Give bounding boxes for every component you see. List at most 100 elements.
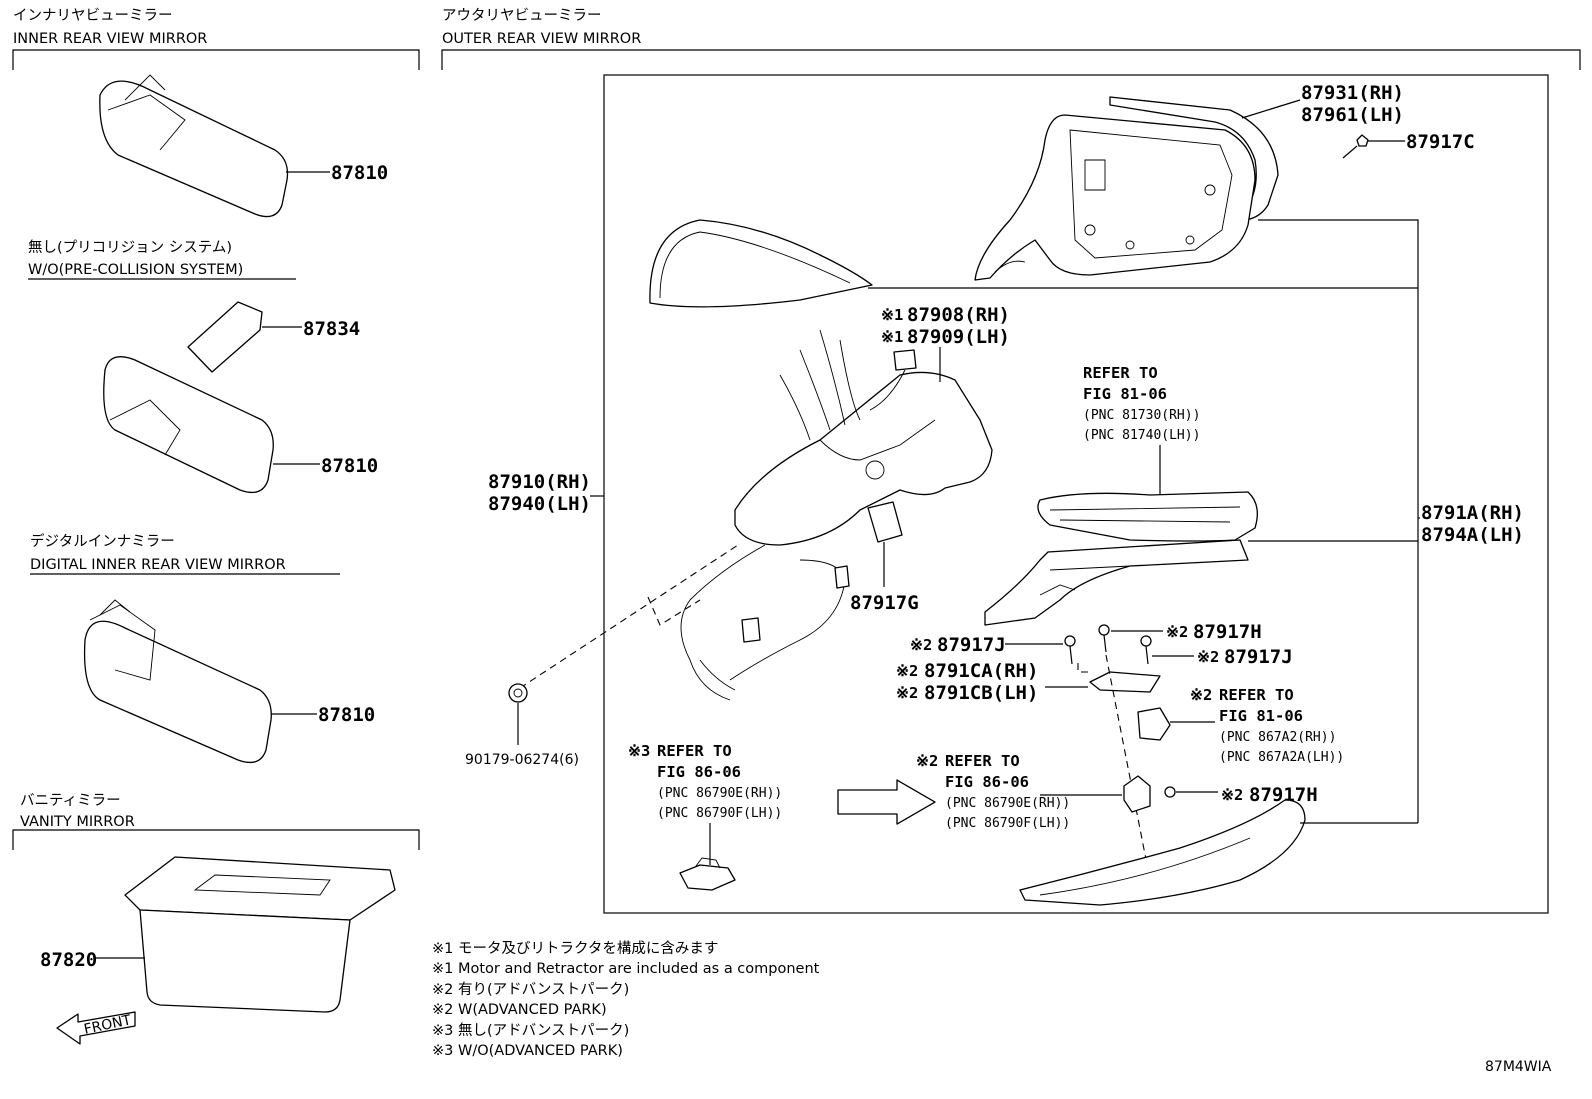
mark-87917H-1: ※2 bbox=[1166, 623, 1188, 641]
ref4-line1: REFER TO bbox=[945, 752, 1020, 770]
screw-group bbox=[1064, 624, 1152, 665]
front-label: FRONT bbox=[83, 1012, 134, 1038]
bracket-8791CA bbox=[1089, 671, 1161, 693]
screw-87917C bbox=[1342, 134, 1405, 159]
sensor-86790 bbox=[1123, 775, 1151, 813]
ref4-line3: (PNC 86790E(RH)) bbox=[945, 796, 1070, 811]
front-arrow-icon bbox=[56, 1011, 136, 1045]
part-8791A: 8791A(RH) bbox=[1421, 502, 1524, 524]
part-87917G: 87917G bbox=[850, 592, 919, 614]
ref4-line2: FIG 86-06 bbox=[945, 773, 1029, 791]
part-87910: 87910(RH) bbox=[488, 471, 591, 493]
pad-87917G bbox=[867, 501, 903, 543]
mark-87908: ※1 bbox=[881, 306, 903, 324]
housing-cover bbox=[974, 114, 1256, 281]
ref1-line2: FIG 81-06 bbox=[1083, 385, 1167, 403]
inner-mirror-2-housing bbox=[103, 356, 274, 494]
part-90179: 90179-06274(6) bbox=[465, 752, 579, 768]
ref3-line1: REFER TO bbox=[657, 742, 732, 760]
part-87931: 87931(RH) bbox=[1301, 82, 1404, 104]
mark-8791CA: ※2 bbox=[896, 662, 918, 680]
ref3-line4: (PNC 86790F(LH)) bbox=[657, 806, 782, 821]
part-8791CA: 8791CA(RH) bbox=[924, 660, 1038, 682]
ref2-mark: ※2 bbox=[1190, 686, 1212, 704]
outer-header-bracket bbox=[441, 49, 1581, 70]
nut-90179 bbox=[508, 683, 528, 745]
wo-pcs-label-en: W/O(PRE-COLLISION SYSTEM) bbox=[28, 262, 243, 278]
outer-mirror-assembly-box bbox=[603, 74, 1549, 914]
inner-header-jp: インナリヤビューミラー bbox=[13, 7, 173, 24]
ref1-line4: (PNC 81740(LH)) bbox=[1083, 428, 1200, 443]
part-87917H-2: 87917H bbox=[1249, 784, 1318, 806]
mark-87917J-1: ※2 bbox=[910, 636, 932, 654]
digital-mirror-housing bbox=[83, 620, 272, 764]
lower-cover bbox=[1019, 799, 1306, 906]
inner-mirror-2: 87810 bbox=[103, 356, 378, 494]
part-87908: 87908(RH) bbox=[907, 304, 1010, 326]
part-87917J-2: 87917J bbox=[1224, 646, 1293, 668]
ref1-line1: REFER TO bbox=[1083, 364, 1158, 382]
mirror-cover-87834: 87834 bbox=[187, 301, 360, 373]
ref3-line3: (PNC 86790E(RH)) bbox=[657, 786, 782, 801]
inner-header-bracket bbox=[12, 49, 420, 70]
vanity-header-bracket bbox=[12, 829, 420, 850]
mark-87917H-2: ※2 bbox=[1221, 786, 1243, 804]
illustration-code: 87M4WIA bbox=[1485, 1059, 1552, 1075]
part-87810-c: 87810 bbox=[318, 704, 375, 726]
outer-mirror-header: アウタリヤビューミラー OUTER REAR VIEW MIRROR bbox=[441, 7, 1581, 70]
part-87820: 87820 bbox=[40, 949, 97, 971]
vanity-mirror: 87820 bbox=[40, 856, 396, 1013]
note-3-en: ※3 W/O(ADVANCED PARK) bbox=[432, 1043, 623, 1059]
ref2-line3: (PNC 867A2(RH)) bbox=[1219, 730, 1336, 745]
vanity-header-en: VANITY MIRROR bbox=[20, 814, 135, 830]
part-87917J-1: 87917J bbox=[937, 634, 1006, 656]
vanity-header-jp: バニティミラー bbox=[20, 793, 121, 809]
turn-signal-lamp bbox=[1037, 491, 1258, 542]
motor-retractor-assembly bbox=[680, 329, 993, 701]
ref4-line4: (PNC 86790F(LH)) bbox=[945, 816, 1070, 831]
ref3-mark: ※3 bbox=[628, 742, 650, 760]
front-indicator: FRONT bbox=[56, 1011, 136, 1045]
vanity-frame bbox=[124, 856, 396, 921]
part-87909: 87909(LH) bbox=[907, 326, 1010, 348]
sensor-86790-wo bbox=[679, 864, 736, 891]
inner-mirror-1-housing bbox=[99, 80, 289, 218]
note-2-jp: ※2 有り(アドバンストパーク) bbox=[432, 981, 629, 998]
vanity-mirror-header: バニティミラー VANITY MIRROR bbox=[12, 793, 420, 850]
ref2-line4: (PNC 867A2A(LH)) bbox=[1219, 750, 1344, 765]
mirror-housing-cover bbox=[974, 96, 1279, 281]
part-87961: 87961(LH) bbox=[1301, 104, 1404, 126]
note-1-jp: ※1 モータ及びリトラクタを構成に含みます bbox=[432, 940, 718, 957]
part-87834: 87834 bbox=[303, 318, 360, 340]
ref3-line2: FIG 86-06 bbox=[657, 763, 741, 781]
digital-label-en: DIGITAL INNER REAR VIEW MIRROR bbox=[30, 557, 286, 573]
mark-87909: ※1 bbox=[881, 328, 903, 346]
note-1-en: ※1 Motor and Retractor are included as a… bbox=[432, 961, 820, 977]
digital-label-jp: デジタルインナミラー bbox=[30, 532, 175, 550]
part-8791CB: 8791CB(LH) bbox=[924, 682, 1038, 704]
mirror-glass bbox=[649, 219, 873, 308]
inner-mirror-header: インナリヤビューミラー INNER REAR VIEW MIRROR bbox=[12, 7, 420, 70]
mark-8791CB: ※2 bbox=[896, 684, 918, 702]
cover-shape bbox=[187, 301, 263, 373]
inner-mirror-1: 87810 bbox=[99, 74, 388, 218]
outer-header-en: OUTER REAR VIEW MIRROR bbox=[442, 31, 641, 47]
ref1-line3: (PNC 81730(RH)) bbox=[1083, 408, 1200, 423]
note-2-en: ※2 W(ADVANCED PARK) bbox=[432, 1002, 607, 1018]
ref4-mark: ※2 bbox=[916, 752, 938, 770]
note-3-jp: ※3 無し(アドバンストパーク) bbox=[432, 1022, 629, 1039]
vanity-mirror-panel bbox=[139, 909, 351, 1013]
part-87940: 87940(LH) bbox=[488, 493, 591, 515]
replacement-arrow-icon bbox=[837, 779, 936, 825]
part-87917C: 87917C bbox=[1406, 131, 1475, 153]
wo-pcs-label-jp: 無し(プリコリジョン システム) bbox=[28, 239, 232, 256]
part-8794A: 8794A(LH) bbox=[1421, 524, 1524, 546]
outer-header-jp: アウタリヤビューミラー bbox=[442, 7, 602, 24]
camera-unit bbox=[1137, 707, 1171, 741]
ref2-line2: FIG 81-06 bbox=[1219, 707, 1303, 725]
mark-87917J-2: ※2 bbox=[1197, 648, 1219, 666]
inner-mirror-1-mount bbox=[107, 94, 186, 151]
inner-mirror-digital: 87810 bbox=[83, 599, 375, 764]
part-87810-a: 87810 bbox=[331, 162, 388, 184]
